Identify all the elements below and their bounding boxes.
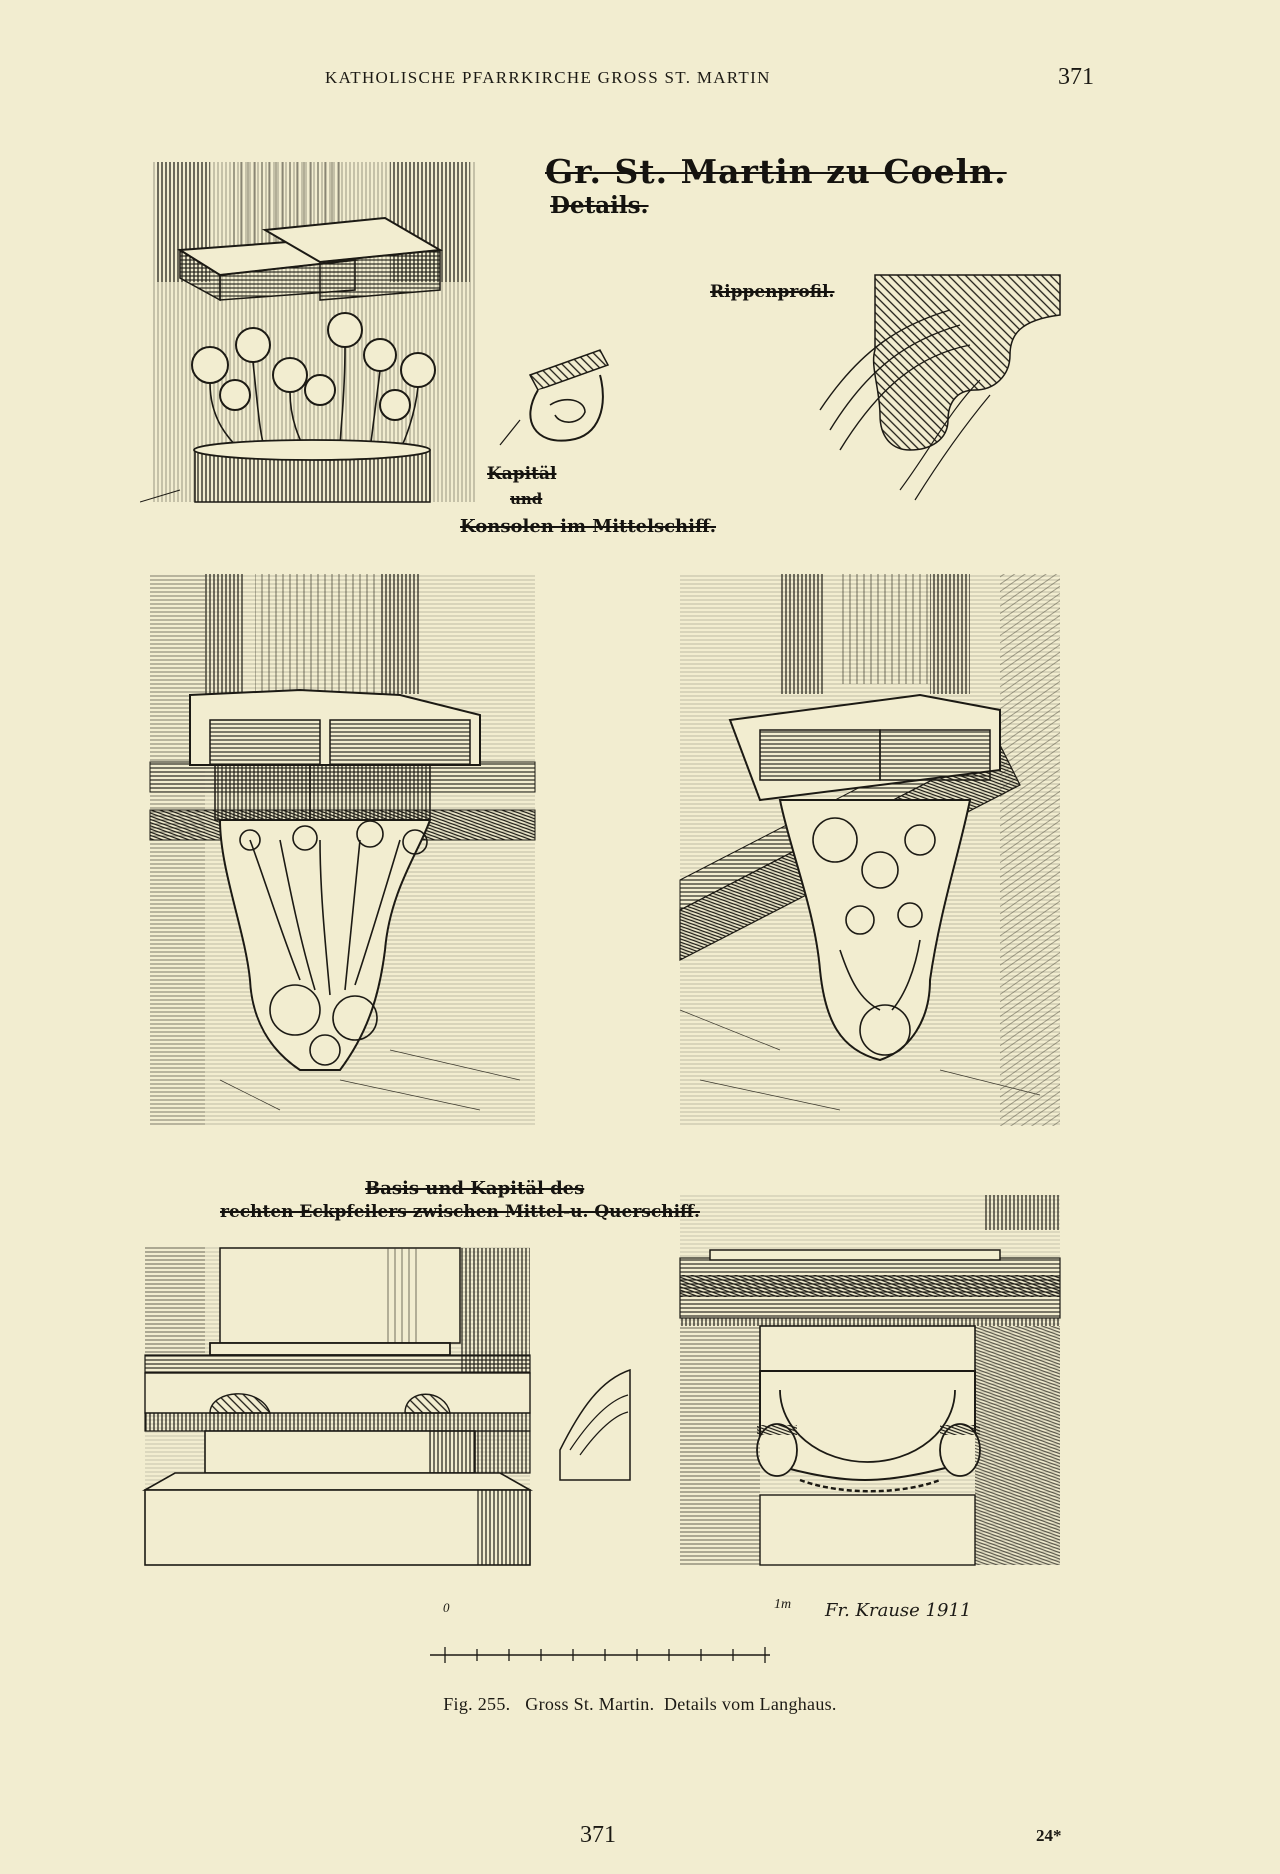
carved-head-right — [939, 1423, 981, 1477]
label-capital: Kapitäl — [487, 464, 557, 484]
figure-number: Fig. 255. — [443, 1694, 511, 1714]
plate-title: Gr. St. Martin zu Coeln. — [545, 152, 1007, 191]
console-left-drawing — [149, 574, 536, 1126]
scale-bar — [430, 1647, 770, 1663]
console-right-drawing — [679, 574, 1060, 1126]
page-number-bottom: 371 — [580, 1822, 616, 1848]
caption-text: Gross St. Martin. Details vom Langhaus. — [525, 1694, 837, 1714]
signature-mark: 24* — [1036, 1826, 1062, 1845]
carved-head-left — [756, 1423, 798, 1477]
plate-subtitle: Details. — [550, 192, 649, 219]
scale-end-label: 1m — [774, 1597, 792, 1612]
label-rib-profile: Rippenprofil. — [710, 282, 835, 302]
plate-drawing — [140, 162, 1061, 1663]
illustration-plate: Gr. St. Martin zu Coeln. Details. Rippen… — [140, 150, 1070, 1670]
scale-start-label: 0 — [443, 1600, 450, 1615]
label-consoles: Konsolen im Mittelschiff. — [460, 516, 717, 537]
figure-caption: Fig. 255. Gross St. Martin. Details vom … — [0, 1694, 1280, 1715]
label-and: und — [510, 490, 543, 508]
capital-drawing — [140, 162, 477, 503]
rib-profile-drawing — [819, 274, 1061, 501]
page-number-top: 371 — [1058, 64, 1094, 90]
running-title: KATHOLISCHE PFARRKIRCHE GROSS ST. MARTIN — [325, 68, 771, 87]
base-drawing — [141, 1245, 631, 1566]
label-base-line1: Basis und Kapitäl des — [365, 1178, 585, 1199]
pier-capital-drawing — [679, 1195, 1061, 1566]
label-base-line2: rechten Eckpfeilers zwischen Mittel-u. Q… — [220, 1202, 700, 1222]
artist-signature: Fr. Krause 1911 — [825, 1600, 972, 1621]
console-bracket-small — [499, 349, 610, 446]
